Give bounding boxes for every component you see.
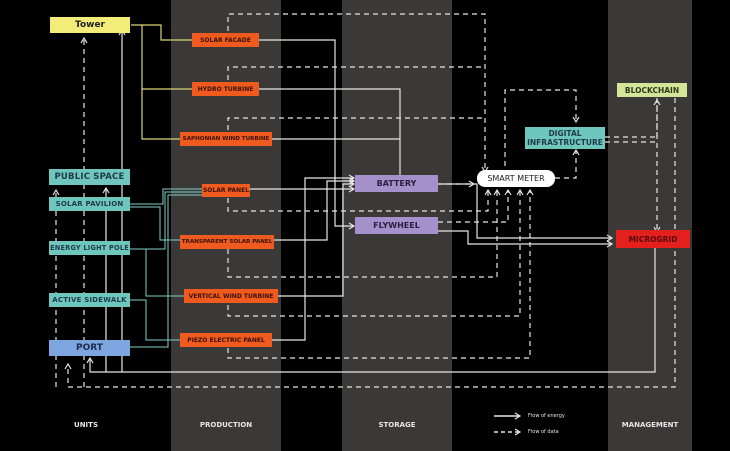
flywheel-node[interactable]: FLYWHEEL bbox=[355, 217, 438, 234]
digital-infrastructure-line1: DIGITAL bbox=[548, 129, 582, 138]
unit-production-links bbox=[130, 188, 202, 348]
solar-panel-node[interactable]: SOLAR PANEL bbox=[202, 184, 250, 197]
data-flows bbox=[52, 13, 676, 388]
energy-flows bbox=[86, 28, 656, 373]
solar-pavilion-node[interactable]: SOLAR PAVILION bbox=[49, 197, 130, 211]
storage-column-label: STORAGE bbox=[378, 421, 416, 429]
solar-facade-node[interactable]: SOLAR FACADE bbox=[192, 33, 259, 47]
piezo-electric-panel-node[interactable]: PIEZO ELECTRIC PANEL bbox=[180, 333, 272, 347]
battery-node[interactable]: BATTERY bbox=[355, 175, 438, 192]
legend-data-label: Flow of data bbox=[528, 429, 559, 435]
saphonian-wind-turbine-node[interactable]: SAPHONIAN WIND TURBINE bbox=[180, 132, 272, 146]
production-column-label: PRODUCTION bbox=[199, 421, 253, 429]
management-column-label: MANAGEMENT bbox=[621, 421, 679, 429]
port-node[interactable]: PORT bbox=[49, 340, 130, 356]
tower-node[interactable]: Tower bbox=[50, 17, 130, 33]
legend-energy-label: Flow of energy bbox=[528, 413, 565, 419]
management-column-band bbox=[608, 0, 692, 451]
production-column-band bbox=[171, 0, 281, 451]
vertical-wind-turbine-node[interactable]: VERTICAL WIND TURBINE bbox=[184, 289, 278, 303]
tower-production-links bbox=[131, 24, 192, 140]
smart-meter-node[interactable]: SMART METER bbox=[477, 170, 555, 187]
blockchain-node[interactable]: BLOCKCHAIN bbox=[617, 83, 687, 97]
hydro-turbine-node[interactable]: HYDRO TURBINE bbox=[192, 82, 259, 96]
units-column-label: UNITS bbox=[74, 421, 98, 429]
public-space-node[interactable]: PUBLIC SPACE bbox=[49, 169, 130, 185]
microgrid-node[interactable]: MICROGRID bbox=[616, 230, 690, 248]
transparent-solar-panel-node[interactable]: TRANSPARENT SOLAR PANEL bbox=[180, 235, 274, 249]
energy-light-pole-node[interactable]: ENERGY LIGHT POLE bbox=[49, 241, 130, 255]
active-sidewalk-node[interactable]: ACTIVE SIDEWALK bbox=[49, 293, 130, 307]
digital-infrastructure-node[interactable]: DIGITAL INFRASTRUCTURE bbox=[525, 127, 605, 149]
digital-infrastructure-line2: INFRASTRUCTURE bbox=[527, 138, 603, 147]
